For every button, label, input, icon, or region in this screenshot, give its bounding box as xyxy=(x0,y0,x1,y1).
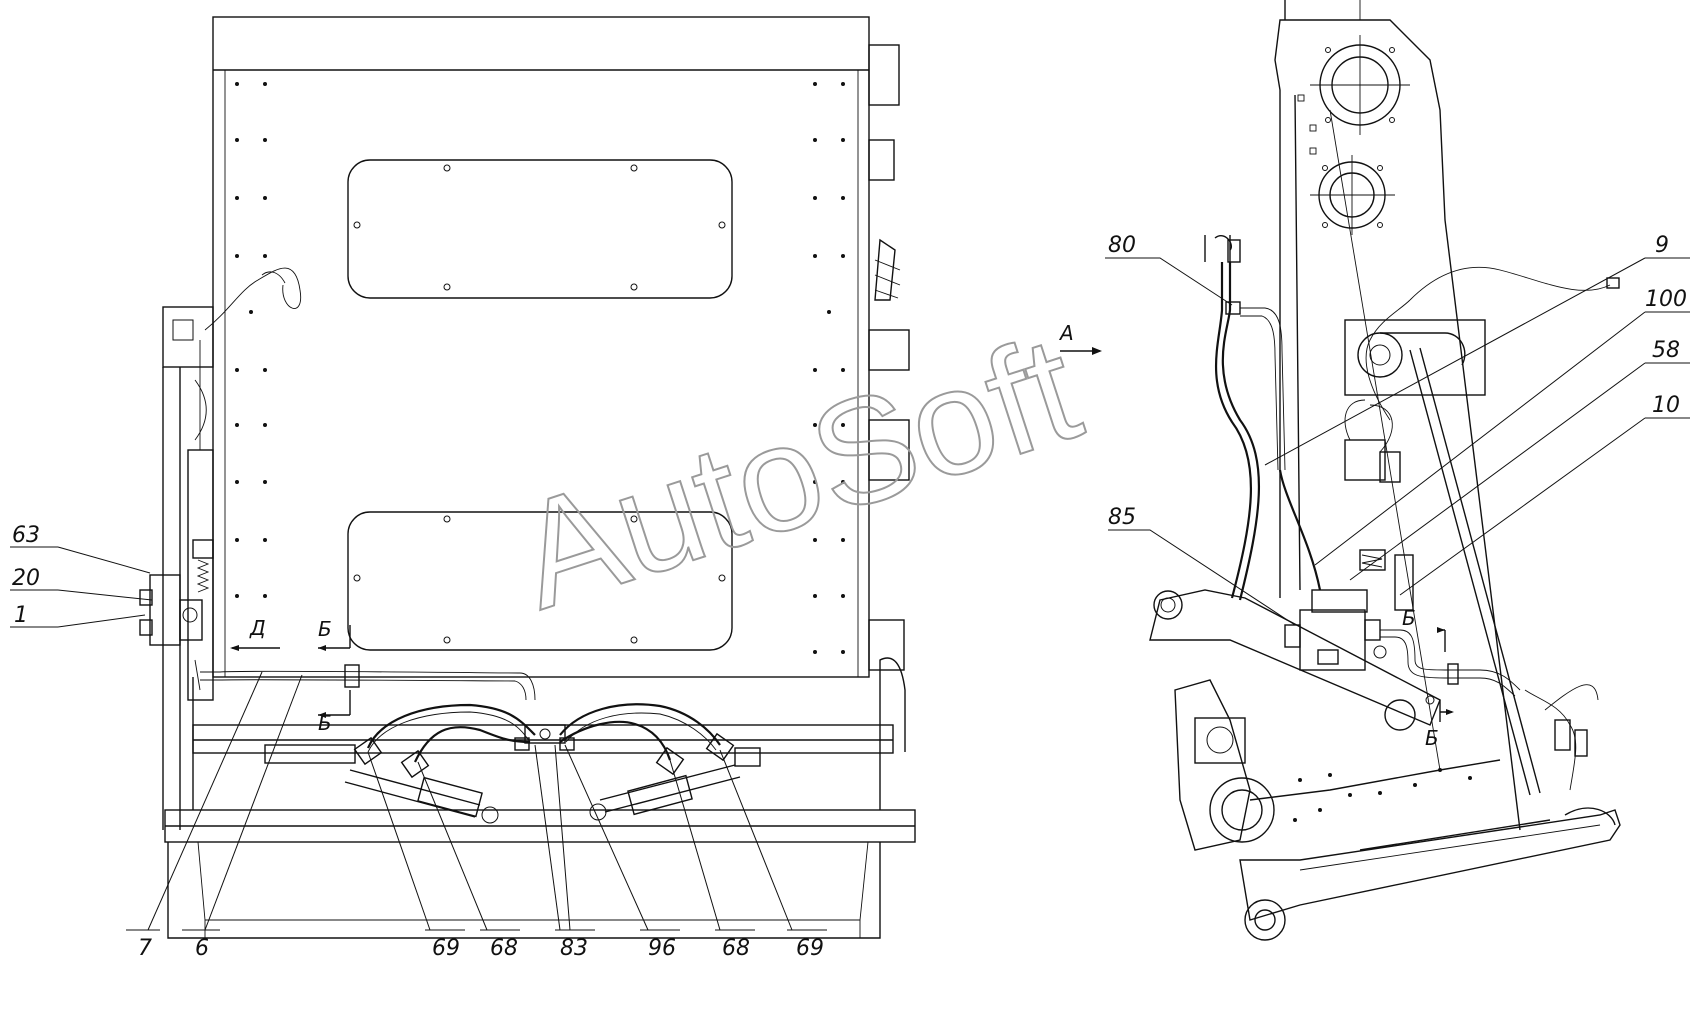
hose-right-outer xyxy=(559,703,721,746)
callout-7: 7 xyxy=(138,936,152,961)
upper-panel-window xyxy=(347,159,733,299)
hose-left-outer xyxy=(366,703,536,749)
callout-80: 80 xyxy=(1108,233,1136,258)
front-view xyxy=(10,16,916,939)
callout-6: 6 xyxy=(195,936,209,961)
callout-1: 1 xyxy=(14,603,28,628)
callout-20: 20 xyxy=(12,566,40,591)
lower-panel-window xyxy=(347,511,733,651)
section-label-b-right-top: Б xyxy=(1402,606,1416,630)
callout-96: 96 xyxy=(648,936,676,961)
view-label-a: A xyxy=(1058,321,1074,345)
callout-9: 9 xyxy=(1655,233,1669,258)
lever-arm xyxy=(1149,589,1441,726)
valve-block-left xyxy=(149,574,181,646)
callout-69-right: 69 xyxy=(796,936,824,961)
hose-left-inner xyxy=(414,726,531,763)
side-upright xyxy=(1274,0,1521,831)
section-label-b-right-bottom: Б xyxy=(1425,726,1439,750)
callout-10: 10 xyxy=(1652,393,1680,418)
section-label-b-bottom: Б xyxy=(318,711,332,735)
view-label-d: Д xyxy=(249,616,266,640)
callout-68-right: 68 xyxy=(722,936,750,961)
tee-fitting xyxy=(524,724,566,744)
bottom-tray xyxy=(1239,809,1621,921)
watermark: AutoSoft xyxy=(498,303,1097,641)
callout-58: 58 xyxy=(1652,338,1680,363)
section-label-b-top: Б xyxy=(318,617,332,641)
side-view xyxy=(1060,0,1690,941)
valve-block-85 xyxy=(1299,609,1366,671)
callout-69-left: 69 xyxy=(432,936,460,961)
callout-85: 85 xyxy=(1108,505,1136,530)
cylinder-left xyxy=(344,769,481,818)
callout-100: 100 xyxy=(1645,287,1687,312)
callout-63: 63 xyxy=(12,523,40,548)
callout-83: 83 xyxy=(560,936,588,961)
cylinder-right xyxy=(599,764,741,813)
hose-right-inner xyxy=(559,720,672,761)
hydraulic-tube-pair xyxy=(200,670,536,701)
callout-68-left: 68 xyxy=(490,936,518,961)
hose-80 xyxy=(1221,262,1260,601)
